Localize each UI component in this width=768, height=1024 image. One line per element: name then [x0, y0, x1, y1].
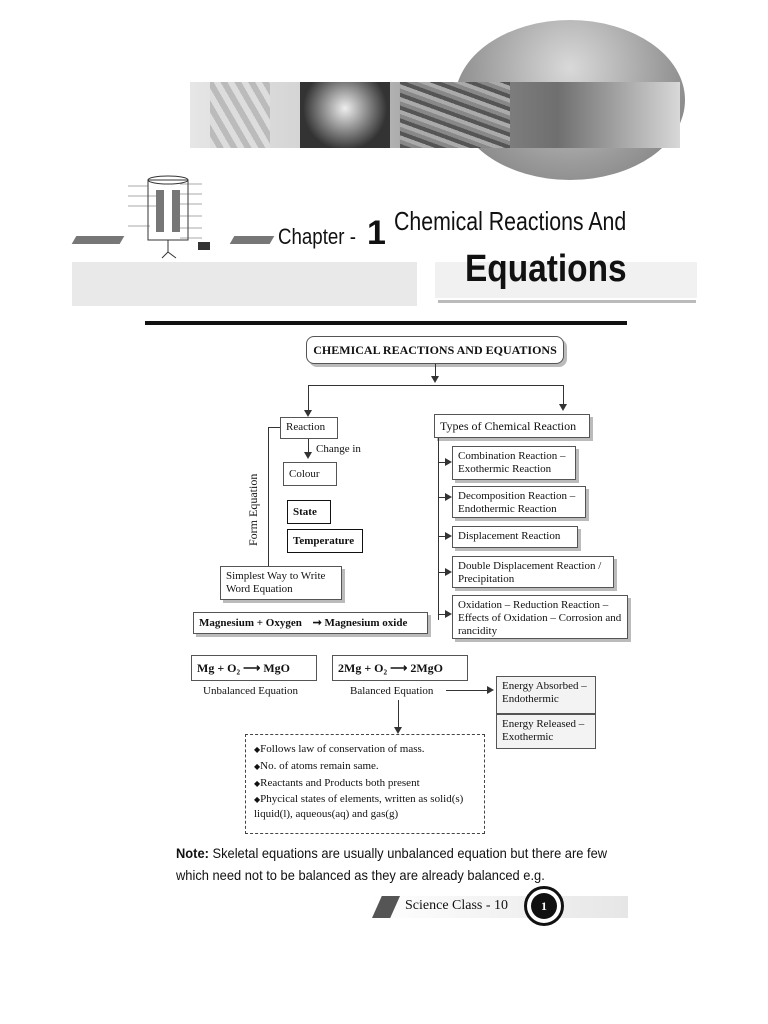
arrow [445, 458, 452, 466]
arrow [445, 568, 452, 576]
connector [438, 462, 446, 463]
reaction-box: Reaction [280, 417, 338, 439]
connector [438, 572, 446, 573]
arrow [394, 727, 402, 734]
chapter-title-line2: Equations [465, 248, 627, 290]
header-photo-banner [190, 82, 680, 148]
connector [308, 439, 309, 453]
balanced-equation-box: 2Mg + O₂ ⟶ 2MgO [332, 655, 468, 681]
arrow [445, 610, 452, 618]
word-equation-product: Magnesium oxide [324, 617, 408, 629]
note-text: Skeletal equations are usually unbalance… [176, 845, 608, 883]
type-combination-box: Combination Reaction – Exothermic Reacti… [452, 446, 576, 480]
point-item: Reactants and Products both present [254, 775, 476, 792]
word-equation-box: Magnesium + Oxygen ➞ Magnesium oxide [193, 612, 428, 634]
type-redox-box: Oxidation – Reduction Reaction – Effects… [452, 595, 628, 639]
colour-box: Colour [283, 462, 337, 486]
word-equation-reactants: Magnesium + Oxygen [199, 617, 302, 629]
note-label: Note: [176, 845, 209, 861]
header-band-right [435, 262, 697, 298]
connector [398, 700, 399, 728]
types-title-box: Types of Chemical Reaction [434, 414, 590, 438]
connector [268, 427, 269, 567]
temperature-box: Temperature [287, 529, 363, 553]
arrow [487, 686, 494, 694]
connector [446, 690, 488, 691]
header-band [72, 262, 417, 306]
balanced-points-box: Follows law of conservation of mass. No.… [245, 734, 485, 834]
arrow [445, 493, 452, 501]
connector [308, 385, 309, 411]
arrow [431, 376, 439, 383]
unbalanced-equation-box: Mg + O₂ ⟶ MgO [191, 655, 317, 681]
balanced-label: Balanced Equation [350, 685, 434, 697]
arrow [559, 404, 567, 411]
unbalanced-product: MgO [263, 661, 290, 675]
state-box: State [287, 500, 331, 524]
simplest-way-box: Simplest Way to Write Word Equation [220, 566, 342, 600]
change-in-label: Change in [316, 443, 361, 455]
connector [438, 497, 446, 498]
header-underline [438, 300, 696, 303]
balanced-product: 2MgO [410, 661, 443, 675]
chapter-number: 1 [367, 214, 386, 252]
arrow [445, 532, 452, 540]
page-number-badge: 1 [524, 886, 564, 926]
point-item: Follows law of conservation of mass. [254, 741, 476, 758]
chapter-title-line1: Chemical Reactions And [394, 206, 627, 236]
unbalanced-reactants: Mg + O₂ [197, 661, 241, 675]
connector [438, 614, 446, 615]
arrow [304, 452, 312, 459]
footer-book-title: Science Class - 10 [405, 898, 509, 913]
form-equation-label: Form Equation [246, 473, 260, 546]
header-wedge-right [229, 236, 275, 244]
point-item: No. of atoms remain same. [254, 758, 476, 775]
energy-released-box: Energy Released – Exothermic [496, 714, 596, 749]
connector [438, 438, 439, 620]
arrow [304, 410, 312, 417]
connector [268, 427, 280, 428]
electrolysis-apparatus-illustration [128, 175, 210, 259]
page-number: 1 [531, 893, 557, 919]
map-root-box: CHEMICAL REACTIONS AND EQUATIONS [306, 336, 564, 364]
chapter-label: Chapter - [278, 224, 356, 249]
unbalanced-label: Unbalanced Equation [203, 685, 298, 697]
header-wedge-left [71, 236, 125, 244]
connector [435, 364, 436, 378]
connector [563, 385, 564, 405]
connector [438, 536, 446, 537]
energy-absorbed-box: Energy Absorbed – Endothermic [496, 676, 596, 714]
section-rule [145, 321, 627, 325]
type-displacement-box: Displacement Reaction [452, 526, 578, 548]
type-decomposition-box: Decomposition Reaction – Endothermic Rea… [452, 486, 586, 518]
point-item: Phycical states of elements, written as … [254, 792, 476, 821]
type-double-displacement-box: Double Displacement Reaction / Precipita… [452, 556, 614, 588]
note-paragraph: Note: Skeletal equations are usually unb… [176, 842, 608, 886]
balanced-reactants: 2Mg + O₂ [338, 661, 388, 675]
connector [308, 385, 563, 386]
